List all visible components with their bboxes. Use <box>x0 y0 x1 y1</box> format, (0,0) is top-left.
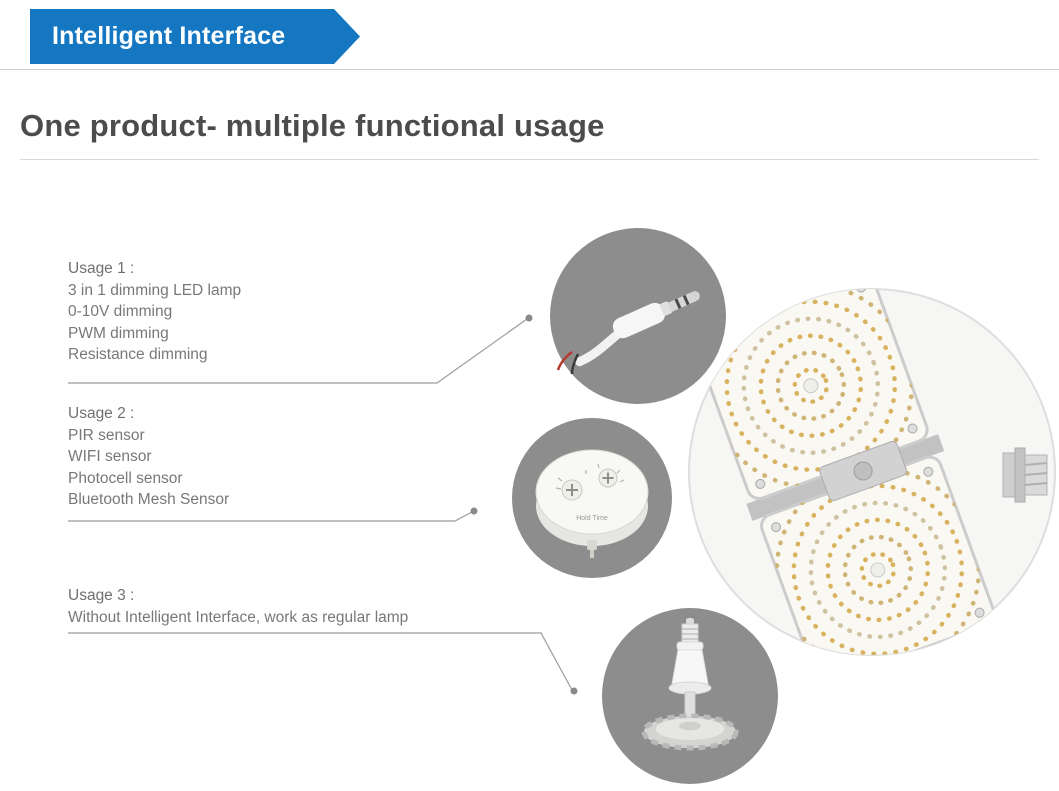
regular-lamp-photo <box>602 608 778 784</box>
usage-1-line-3: PWM dimming <box>68 324 169 342</box>
usage-1-line-4: Resistance dimming <box>68 346 208 363</box>
usage-1-line-1: 3 in 1 dimming LED lamp <box>68 281 242 299</box>
led-panel-lamp-image <box>688 288 1056 656</box>
usage-2-block: Usage 2 : PIR sensor WIFI sensor Photoce… <box>68 403 229 511</box>
dimming-jack-photo <box>550 228 726 404</box>
usage-2-line-2: WIFI sensor <box>68 448 152 465</box>
usage-2-connector-dot <box>470 507 478 515</box>
usage-3-title: Usage 3 : <box>68 587 135 604</box>
usage-2-line-4: Bluetooth Mesh Sensor <box>68 491 230 508</box>
sensor-label: Hold Time <box>576 515 608 522</box>
usage-1-block: Usage 1 : 3 in 1 dimming LED lamp 0-10V … <box>68 258 241 366</box>
usage-1-line-2: 0-10V dimming <box>68 303 173 320</box>
usage-3-line-1: Without Intelligent Interface, work as r… <box>68 608 409 626</box>
heading-divider <box>20 159 1039 160</box>
usage-2-line-3: Photocell sensor <box>68 469 183 487</box>
dimming-jack-image <box>550 228 726 404</box>
usage-2-line-1: PIR sensor <box>68 426 145 444</box>
screw-base <box>1002 447 1048 503</box>
usage-3-connector-line <box>68 632 573 691</box>
usage-1-title: Usage 1 : <box>68 260 135 277</box>
usage-1-connector-dot <box>525 314 533 322</box>
regular-lamp-image <box>602 608 778 784</box>
banner-title: Intelligent Interface <box>52 22 286 50</box>
usage-3-block: Usage 3 : Without Intelligent Interface,… <box>68 585 408 628</box>
page-title: One product- multiple functional usage <box>20 108 605 143</box>
usage-3-connector-dot <box>570 687 578 695</box>
usage-2-connector-line <box>68 511 473 522</box>
section-banner: Intelligent Interface <box>30 9 360 64</box>
intelligent-sensor-photo: Hold Time <box>512 418 672 578</box>
intelligent-sensor-image: Hold Time <box>512 418 672 578</box>
led-panel-lamp-photo <box>685 285 1059 659</box>
usage-2-title: Usage 2 : <box>68 405 135 422</box>
top-divider <box>0 69 1059 70</box>
